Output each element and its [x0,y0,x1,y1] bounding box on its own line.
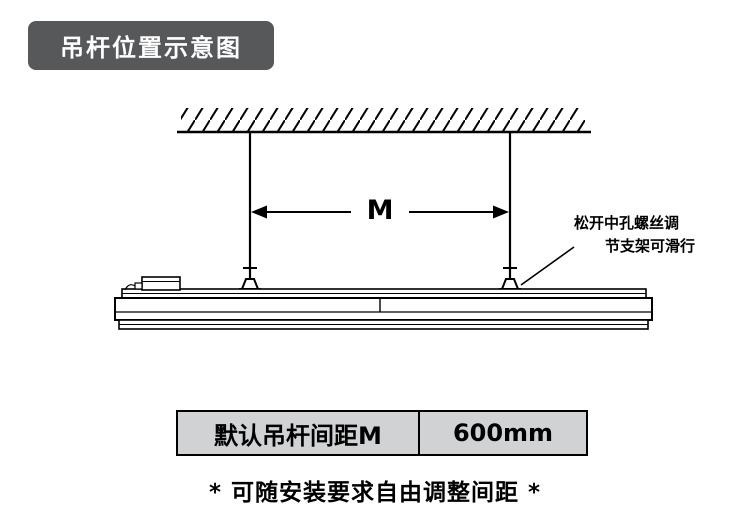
dimension-label: M [366,195,394,226]
spec-table-label: 默认吊杆间距M [178,412,420,454]
fixture-profile [114,288,653,330]
annotation-line2: 节支架可滑行 [604,236,695,255]
footnote: * 可随安装要求自由调整间距 * [208,480,542,506]
spec-table-value: 600mm [452,419,554,447]
ceiling-hatch [181,108,585,131]
annotation-note: 松开中孔螺丝调 节支架可滑行 [574,212,726,257]
driver-box [124,276,181,291]
dimension-arrow [251,205,509,219]
annotation-line1: 松开中孔螺丝调 [574,214,680,232]
spec-table: 默认吊杆间距M 600mm [176,410,588,456]
cable-squiggle [124,284,136,291]
page-title: 吊杆位置示意图 [28,21,274,70]
annotation-leader-line [520,246,575,286]
